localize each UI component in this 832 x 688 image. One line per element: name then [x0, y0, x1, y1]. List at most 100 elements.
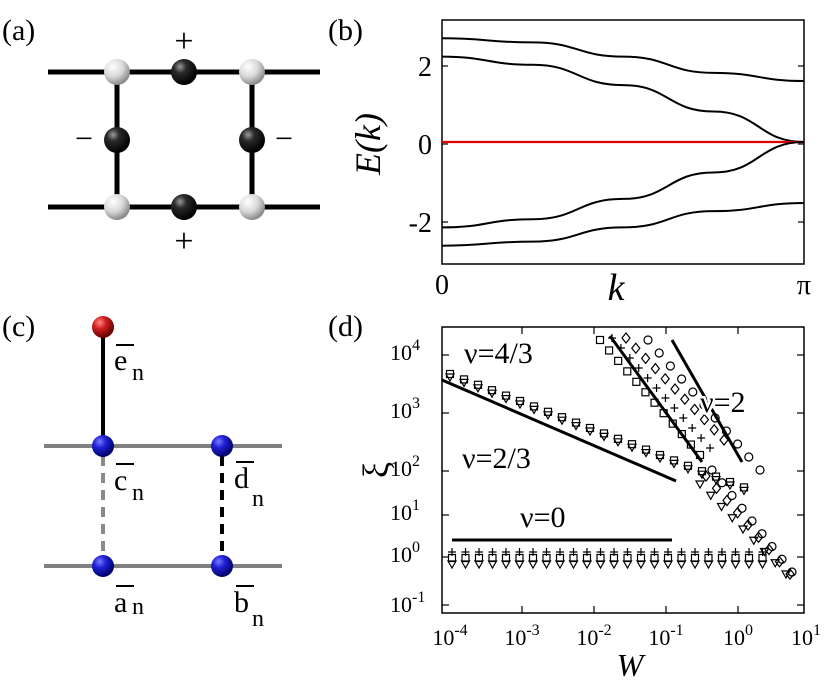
data-marker — [654, 348, 664, 358]
xtick-label: 0 — [435, 270, 449, 301]
label-c-n: c n — [114, 463, 144, 506]
svg-text:10-1: 10-1 — [648, 622, 683, 650]
data-marker — [598, 432, 610, 442]
data-marker — [487, 560, 498, 570]
x-tick-labels-d: 10-4 10-3 10-2 10-1 100 101 — [432, 622, 821, 650]
data-marker — [661, 394, 670, 402]
y-axis-label-d: ξ — [356, 462, 396, 478]
data-marker — [444, 373, 456, 383]
plot-frame-d — [441, 326, 805, 614]
panel-a-label: (a) — [2, 14, 35, 47]
label-sub: n — [132, 594, 144, 620]
plus-sign-top: + — [174, 23, 193, 60]
label-base: b — [234, 586, 249, 619]
label-base: d — [234, 462, 249, 495]
data-marker — [732, 439, 743, 449]
band-curve-1 — [441, 55, 805, 143]
data-marker — [757, 560, 768, 570]
data-marker — [652, 384, 661, 392]
label-e-n: e n — [114, 344, 144, 386]
data-marker — [695, 450, 705, 460]
annotation-nu-2-3: ν=2/3 — [462, 442, 531, 475]
site-a — [92, 555, 114, 577]
data-marker — [707, 465, 717, 475]
label-sub: n — [132, 480, 144, 506]
data-marker — [676, 374, 687, 384]
xtick-label: π — [797, 270, 811, 301]
data-marker — [472, 384, 484, 394]
data-marker — [686, 440, 696, 449]
svg-text:104: 104 — [390, 337, 420, 365]
site-b — [211, 555, 233, 577]
panel-c: (c) e n c n d n a n — [2, 310, 282, 632]
data-marker — [581, 560, 593, 570]
data-marker — [738, 486, 750, 496]
data-marker — [640, 449, 652, 458]
label-base: c — [114, 464, 127, 497]
data-marker — [689, 560, 701, 570]
data-marker — [595, 335, 605, 345]
panel-a: (a) + + − − — [2, 14, 320, 260]
data-marker — [640, 352, 651, 365]
label-base: e — [114, 344, 127, 377]
white-site — [239, 194, 265, 220]
data-marker — [514, 400, 526, 410]
label-sub: n — [252, 606, 264, 632]
annotation-nu-2: ν=2 — [700, 386, 745, 419]
label-a-n: a n — [114, 585, 144, 620]
data-marker — [699, 413, 710, 426]
data-marker — [785, 568, 795, 580]
black-site — [239, 127, 265, 153]
data-marker — [748, 536, 759, 546]
data-marker — [670, 404, 679, 412]
data-marker — [635, 560, 647, 570]
data-marker — [650, 362, 661, 375]
label-b-n: b n — [234, 585, 264, 632]
data-marker — [670, 383, 680, 395]
data-marker — [614, 356, 623, 366]
data-marker — [570, 422, 582, 431]
plus-sign-bottom: + — [174, 223, 193, 260]
data-marker — [767, 541, 777, 552]
label-base: a — [114, 586, 127, 619]
data-marker — [643, 374, 652, 382]
data-marker — [682, 465, 694, 475]
svg-text:100: 100 — [723, 622, 753, 650]
reference-lines — [441, 335, 744, 542]
svg-text:101: 101 — [791, 622, 821, 650]
data-marker — [554, 560, 566, 570]
data-marker — [764, 543, 774, 556]
data-marker — [608, 334, 616, 342]
data-marker — [665, 361, 676, 371]
site-c — [92, 435, 114, 457]
svg-text:10-3: 10-3 — [504, 622, 539, 650]
data-marker — [500, 560, 512, 570]
data-marker — [446, 560, 458, 570]
panel-d-label: (d) — [328, 310, 363, 343]
data-marker — [688, 424, 697, 432]
svg-text:101: 101 — [390, 497, 420, 525]
data-marker — [632, 377, 641, 386]
data-marker — [716, 560, 728, 570]
data-marker — [711, 482, 722, 495]
data-marker — [722, 494, 732, 507]
data-marker — [710, 413, 720, 423]
data-marker — [623, 367, 632, 376]
lattice-sites — [104, 59, 265, 220]
data-marker — [724, 481, 736, 491]
white-site — [239, 59, 265, 85]
x-axis-label-d: W — [617, 647, 647, 683]
svg-text:10-1: 10-1 — [390, 589, 425, 617]
data-marker — [631, 342, 641, 355]
data-marker — [743, 560, 755, 570]
data-marker — [744, 452, 754, 462]
data-marker — [703, 560, 714, 570]
data-marker — [753, 531, 764, 544]
data-marker — [527, 560, 539, 570]
data-marker — [727, 490, 737, 501]
data-marker — [688, 387, 698, 397]
minus-sign-left: − — [75, 120, 93, 156]
data-marker — [556, 416, 568, 426]
band-curve-3 — [441, 141, 805, 229]
data-marker — [650, 398, 659, 407]
